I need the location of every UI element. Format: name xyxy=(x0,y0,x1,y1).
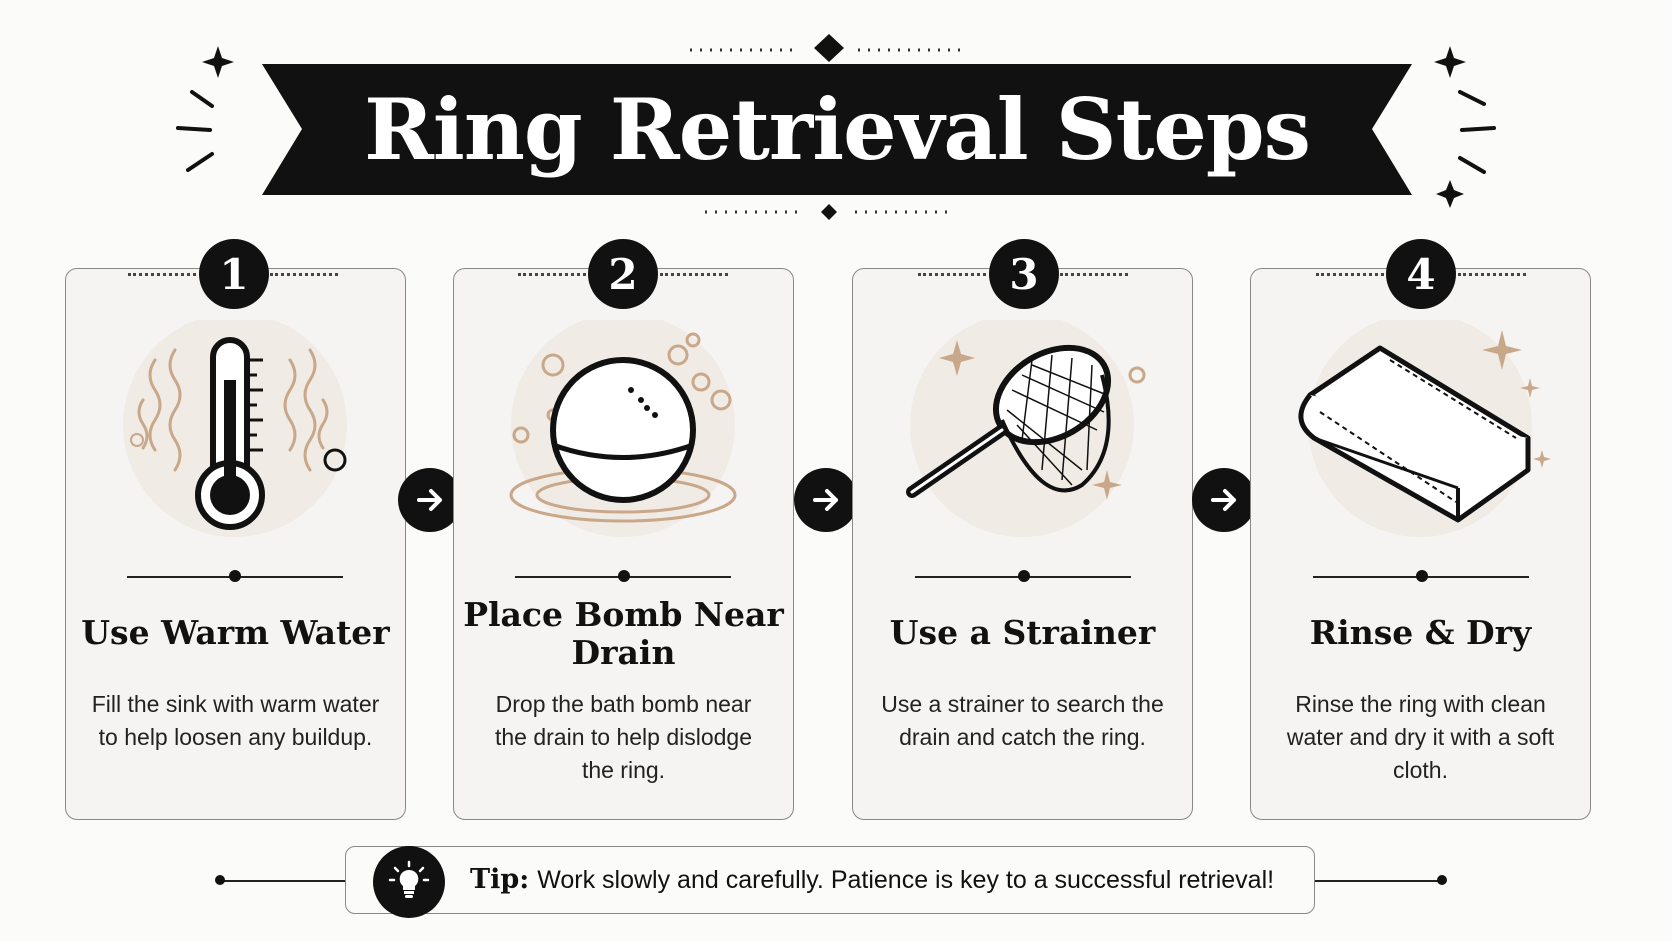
tip-rule-dot xyxy=(1437,875,1447,885)
arrow-right-icon xyxy=(794,468,858,532)
dotted-rule xyxy=(1458,273,1526,276)
bath-bomb-icon xyxy=(483,320,763,570)
arrow-right-icon xyxy=(1192,468,1256,532)
divider-dot xyxy=(229,570,241,582)
tip-rule-dot xyxy=(215,875,225,885)
tip-rule-right xyxy=(1315,880,1440,882)
tip-rule-left xyxy=(220,880,345,882)
dotted-rule xyxy=(918,273,986,276)
tip-message: Work slowly and carefully. Patience is k… xyxy=(537,866,1275,894)
step-number-badge: 3 xyxy=(989,239,1059,309)
step-title: Use Warm Water xyxy=(81,613,390,652)
dotted-rule xyxy=(128,273,196,276)
lightbulb-icon xyxy=(373,846,445,918)
arrow-right-icon xyxy=(398,468,462,532)
step-number-badge: 1 xyxy=(199,239,269,309)
folded-cloth-icon xyxy=(1280,320,1560,570)
step-title: Use a Strainer xyxy=(889,613,1156,652)
step-description: Fill the sink with warm water to help lo… xyxy=(91,691,380,750)
tip-label: Tip: xyxy=(470,864,530,895)
page-title: Ring Retrieval Steps xyxy=(364,80,1311,179)
step-title: Place Bomb Near Drain xyxy=(463,595,784,672)
title-banner xyxy=(262,64,1412,195)
step-description: Rinse the ring with clean water and dry … xyxy=(1286,691,1555,783)
divider-dot xyxy=(1416,570,1428,582)
dotted-rule xyxy=(1060,273,1128,276)
tip-box xyxy=(345,846,1315,914)
dotted-rule xyxy=(270,273,338,276)
header-decoration xyxy=(176,34,1496,220)
divider-dot xyxy=(618,570,630,582)
divider-dot xyxy=(1018,570,1030,582)
step-description: Drop the bath bomb near the drain to hel… xyxy=(494,691,753,783)
dotted-rule xyxy=(518,273,586,276)
strainer-net-icon xyxy=(882,320,1162,570)
thermometer-icon xyxy=(95,320,375,570)
dotted-rule xyxy=(1316,273,1384,276)
step-description: Use a strainer to search the drain and c… xyxy=(881,691,1164,750)
step-number-badge: 2 xyxy=(588,239,658,309)
step-number-badge: 4 xyxy=(1386,239,1456,309)
step-title: Rinse & Dry xyxy=(1309,613,1532,652)
tip-text: Tip:Work slowly and carefully. Patience … xyxy=(470,862,1274,898)
dotted-rule xyxy=(660,273,728,276)
